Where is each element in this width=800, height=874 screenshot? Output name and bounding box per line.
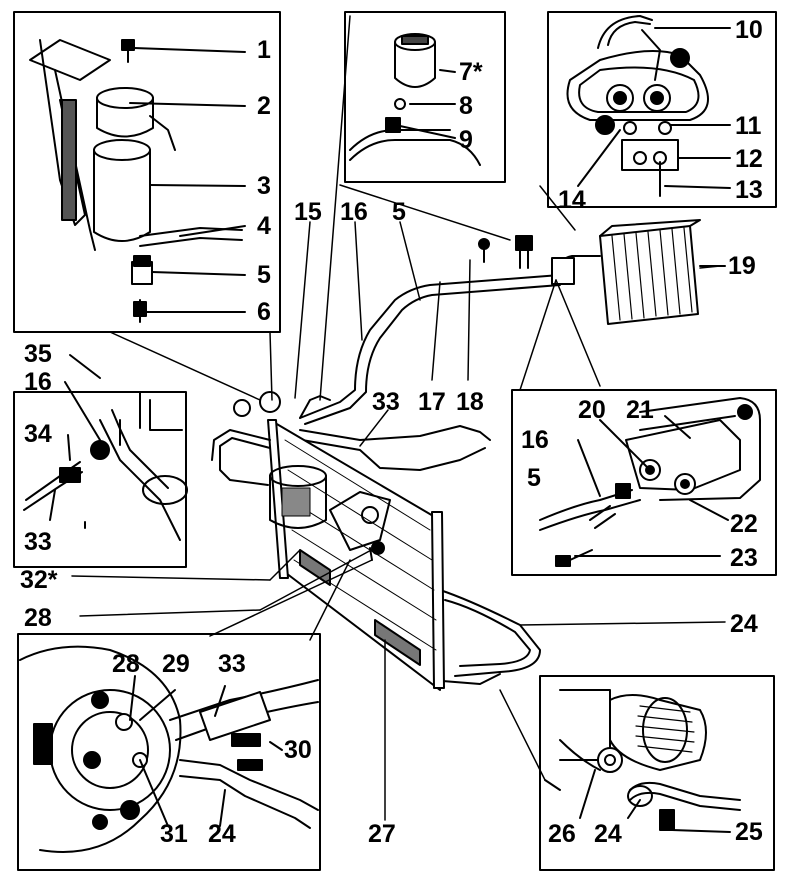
callout-33-main: 33 [372,388,400,416]
callout-3: 3 [257,172,271,200]
callout-24-condenser: 24 [594,820,622,848]
inset-line-routing [13,391,187,568]
main-leader-lines [71,15,726,821]
line-routing-group [23,354,188,541]
callout-35: 35 [24,340,52,368]
callout-28-main: 28 [24,604,52,632]
callout-1: 1 [257,36,271,64]
inset-condenser-connection [539,675,775,871]
callout-26: 26 [548,820,576,848]
callout-5: 5 [257,261,271,289]
callout-27: 27 [368,820,396,848]
callout-9: 9 [459,126,473,154]
callout-30: 30 [284,736,312,764]
inset-pressure-switch [344,11,506,183]
callout-10: 10 [735,16,763,44]
callout-5-main: 5 [392,198,406,226]
callout-32: 32* [20,566,58,594]
inset-compressor [17,633,321,871]
callout-25: 25 [735,818,763,846]
callout-7: 7* [459,58,483,86]
callout-19: 19 [728,252,756,280]
callout-16: 16 [340,198,368,226]
pressure-switch-group [349,33,481,166]
condenser-connection-group [544,689,741,833]
callout-23: 23 [730,544,758,572]
callout-34: 34 [24,420,52,448]
compressor-group [19,645,319,853]
callout-18: 18 [456,388,484,416]
callout-16-evap: 16 [521,426,549,454]
callout-11: 11 [735,112,762,140]
callout-12: 12 [735,145,763,173]
callout-5-evap: 5 [527,464,541,492]
callout-22: 22 [730,510,758,538]
expansion-valve-group [566,15,731,197]
callout-17: 17 [418,388,446,416]
callout-8: 8 [459,92,473,120]
callout-4: 4 [257,212,271,240]
callout-13: 13 [735,176,763,204]
callout-20: 20 [578,396,606,424]
callout-2: 2 [257,92,271,120]
inset-evaporator-connection [511,389,777,576]
callout-14: 14 [558,186,586,214]
inset-expansion-valve [547,11,777,208]
callout-33-routing: 33 [24,528,52,556]
callout-24-main: 24 [730,610,758,638]
callout-29: 29 [162,650,190,678]
main-refrigerant-lines [211,235,601,691]
callout-28-compressor: 28 [112,650,140,678]
inset-receiver-drier [13,11,281,333]
callout-21: 21 [626,396,654,424]
callout-24-compressor: 24 [208,820,236,848]
callout-31: 31 [160,820,188,848]
callout-6: 6 [257,298,271,326]
callout-16-routing: 16 [24,368,52,396]
receiver-drier-group [29,39,246,323]
callout-15: 15 [294,198,322,226]
evaporator [599,219,726,325]
evaporator-connection-group [539,397,761,567]
callout-33-compressor: 33 [218,650,246,678]
